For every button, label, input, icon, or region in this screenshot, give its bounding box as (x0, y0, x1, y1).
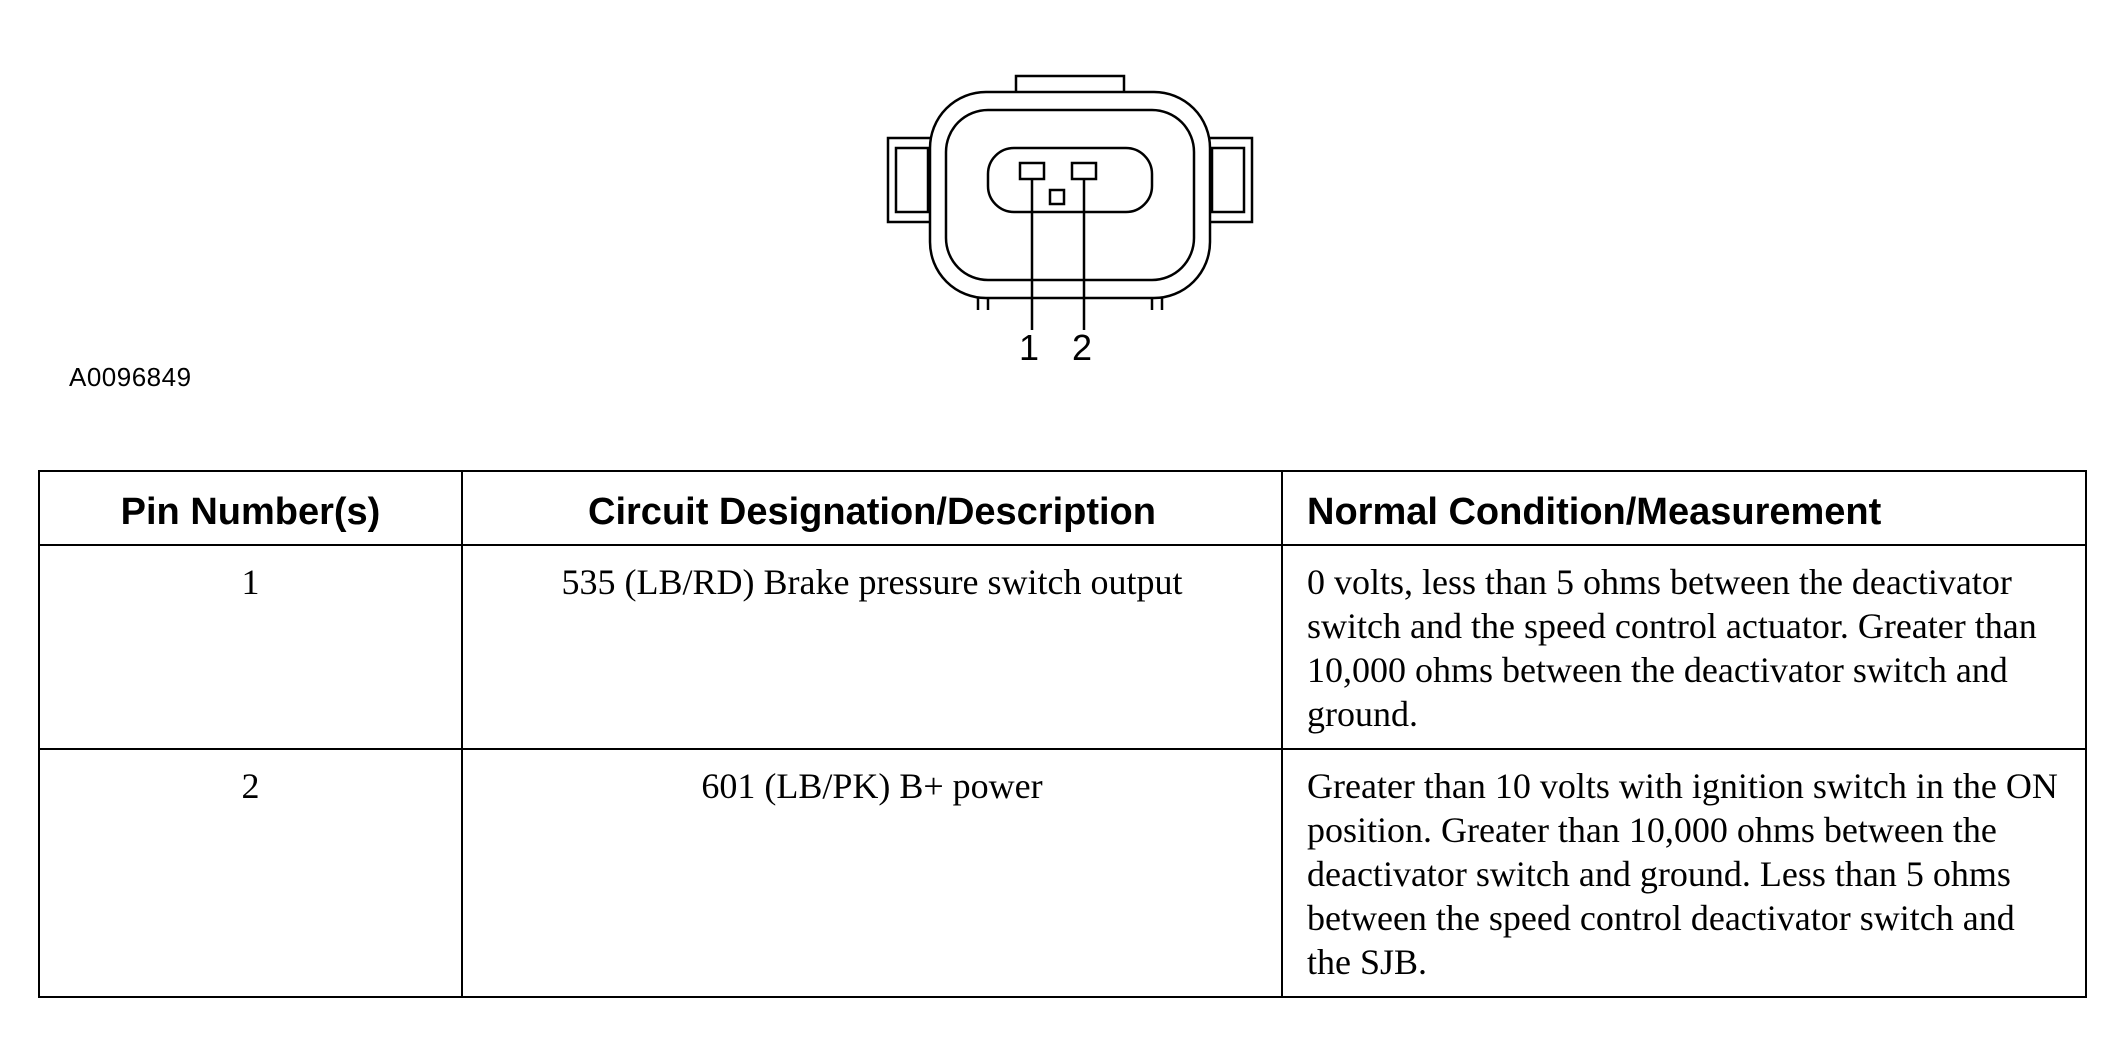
pin-cavity (986, 146, 1154, 214)
left-side-tab (886, 136, 936, 224)
table-row: 1 535 (LB/RD) Brake pressure switch outp… (38, 544, 2087, 750)
right-side-tab (1204, 136, 1254, 224)
pinout-table: Pin Number(s) Circuit Designation/Descri… (38, 470, 2087, 998)
header-circuit-designation: Circuit Designation/Description (461, 470, 1283, 546)
condition-cell: 0 volts, less than 5 ohms between the de… (1281, 544, 2087, 750)
header-pin-numbers: Pin Number(s) (38, 470, 463, 546)
condition-cell: Greater than 10 volts with ignition swit… (1281, 748, 2087, 998)
pin-2-label: 2 (1072, 327, 1092, 360)
right-side-tab-window (1210, 146, 1246, 214)
left-side-tab-window (894, 146, 930, 214)
connector-housing-inner (944, 108, 1196, 282)
pin-number-cell: 1 (38, 544, 463, 750)
circuit-cell: 601 (LB/PK) B+ power (461, 748, 1283, 998)
table-header-row: Pin Number(s) Circuit Designation/Descri… (38, 470, 2087, 546)
circuit-cell: 535 (LB/RD) Brake pressure switch output (461, 544, 1283, 750)
header-normal-condition: Normal Condition/Measurement (1281, 470, 2087, 546)
table-row: 2 601 (LB/PK) B+ power Greater than 10 v… (38, 748, 2087, 998)
pin-1-label: 1 (1019, 327, 1039, 360)
figure-id: A0096849 (69, 362, 192, 392)
connector-diagram: 1 2 (870, 60, 1270, 360)
pin-number-cell: 2 (38, 748, 463, 998)
cavity-key (1048, 188, 1066, 206)
